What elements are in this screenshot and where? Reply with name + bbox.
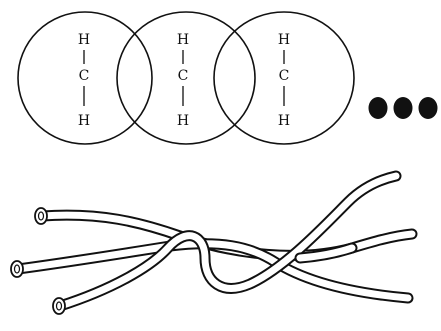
atom-h-top-3: H: [278, 32, 290, 48]
strand-end-2-core: [13, 264, 21, 274]
repeat-unit-circle-1: [17, 11, 153, 145]
strand-2: [12, 238, 414, 304]
strand-end-2: [10, 260, 24, 278]
strand-end-1-core: [37, 211, 45, 221]
ellipsis-dot-3: [418, 97, 438, 119]
ch-unit-2: H C H: [177, 32, 189, 129]
atom-c-3: C: [279, 68, 290, 84]
strand-end-3-core: [55, 301, 63, 311]
strand-ends: [10, 207, 66, 315]
ellipsis-dot-1: [368, 97, 388, 119]
repeat-unit-circle-3: [213, 11, 355, 145]
strand-end-3: [52, 297, 66, 315]
atom-h-bottom-1: H: [78, 113, 90, 129]
strand-1-crossing: [294, 242, 358, 264]
continuation-ellipsis: [368, 97, 438, 119]
entangled-strands: [10, 170, 418, 315]
atom-h-bottom-2: H: [177, 113, 189, 129]
atom-c-1: C: [79, 68, 90, 84]
atom-h-top-2: H: [177, 32, 189, 48]
strand-end-1: [34, 207, 48, 225]
atom-h-bottom-3: H: [278, 113, 290, 129]
ch-unit-1: H C H: [78, 32, 90, 129]
repeat-unit-circle-2: [116, 11, 256, 145]
strand-3: [54, 170, 402, 312]
repeat-units: H C H H C H H C H: [17, 11, 438, 145]
ch-unit-3: H C H: [278, 32, 290, 129]
ellipsis-dot-2: [393, 97, 413, 119]
atom-h-top-1: H: [78, 32, 90, 48]
atom-c-2: C: [178, 68, 189, 84]
